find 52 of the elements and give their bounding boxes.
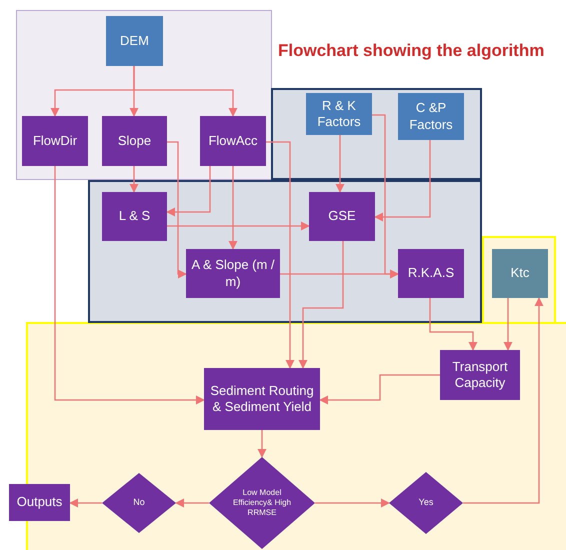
process-box <box>398 93 464 140</box>
arrow <box>175 498 209 508</box>
arrow <box>429 298 478 351</box>
arrow <box>228 166 238 250</box>
arrow <box>133 66 238 117</box>
box-label: R & K Factors <box>316 98 362 130</box>
arrow <box>257 430 267 458</box>
box-label: GSE <box>328 208 356 225</box>
box-label: R.K.A.S <box>408 265 454 282</box>
arrow <box>69 498 102 508</box>
process-box <box>22 116 88 166</box>
arrow <box>335 135 345 193</box>
box-label: Sediment Routing & Sediment Yield <box>209 382 315 416</box>
box-label: A & Slope (m / m) <box>190 257 276 290</box>
process-box <box>102 116 167 166</box>
box-label: Slope <box>118 132 152 150</box>
title: Flowchart showing the algorithm <box>278 40 546 62</box>
box-label: DEM <box>120 32 149 50</box>
box-label: Low Model Efficiency& High RRMSE <box>232 488 292 518</box>
box-label: C &P Factors <box>408 100 454 133</box>
process-box <box>306 93 372 135</box>
arrow <box>54 166 205 405</box>
arrow <box>166 166 211 217</box>
process-box <box>186 249 280 298</box>
arrow <box>463 297 544 504</box>
process-box <box>9 484 70 521</box>
arrow <box>315 498 390 508</box>
process-box <box>106 16 163 66</box>
process-box <box>309 192 375 241</box>
box-label: L & S <box>118 208 150 225</box>
process-box <box>204 368 320 430</box>
arrow <box>129 166 139 193</box>
process-box <box>200 116 266 166</box>
box-label: FlowDir <box>32 132 78 150</box>
arrow <box>503 298 513 351</box>
box-label: FlowAcc <box>208 132 258 150</box>
arrow <box>167 141 187 279</box>
process-box <box>440 350 520 400</box>
arrow <box>280 269 399 279</box>
process-box <box>492 249 548 298</box>
process-box <box>102 192 167 241</box>
arrow <box>266 141 295 369</box>
arrow <box>298 241 344 369</box>
process-box <box>398 249 464 298</box>
box-label: Yes <box>418 497 434 509</box>
arrow <box>374 140 431 222</box>
box-label: Ktc <box>510 265 530 282</box>
arrow <box>167 221 310 231</box>
box-label: Transport Capacity <box>451 358 509 392</box>
arrow <box>319 374 440 405</box>
box-label: Outputs <box>16 494 62 511</box>
box-label: No <box>133 497 145 509</box>
